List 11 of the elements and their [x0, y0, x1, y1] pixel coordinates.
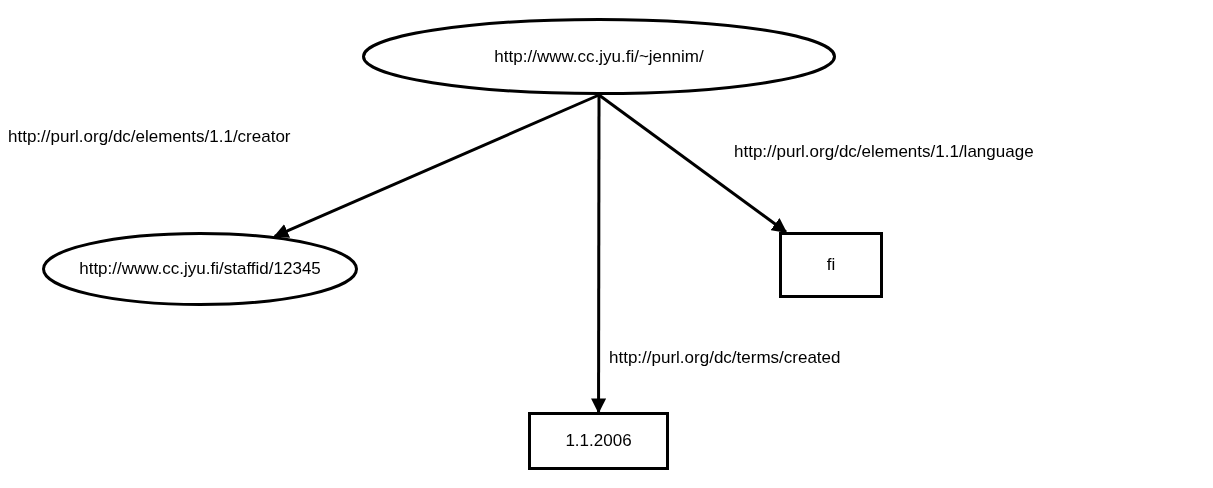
arrow [598, 93, 788, 234]
node-label: http://www.cc.jyu.fi/staffid/12345 [79, 258, 321, 281]
arrow [273, 93, 600, 238]
node-label: 1.1.2006 [565, 430, 632, 453]
box-node [779, 232, 883, 298]
node-label: fi [826, 254, 836, 277]
ellipse-node [362, 18, 836, 95]
ellipse-node [42, 232, 358, 306]
box-node [528, 412, 669, 470]
arrow [591, 95, 607, 414]
node-label: http://www.cc.jyu.fi/~jennim/ [494, 45, 704, 68]
